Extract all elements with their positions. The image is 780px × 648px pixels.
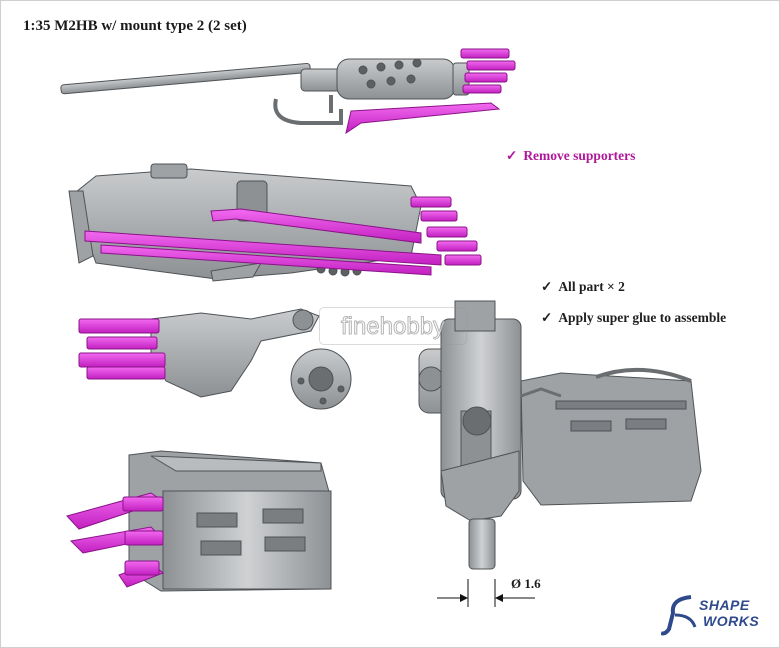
note-all-part: ✓ All part × 2 — [541, 279, 625, 295]
note-all-part-text: All part × 2 — [558, 279, 625, 294]
note-apply-glue-text: Apply super glue to assemble — [558, 310, 727, 325]
checkmark-icon: ✓ — [541, 310, 553, 325]
dimension-callout — [437, 579, 535, 607]
note-remove-supporters-text: Remove supporters — [523, 148, 636, 163]
watermark: finehobby — [319, 307, 467, 345]
mount-supporters — [84, 196, 482, 276]
ammo-box-supporters — [66, 492, 165, 588]
logo-line-shape: SHAPE — [699, 597, 750, 613]
page-title: 1:35 M2HB w/ mount type 2 (2 set) — [23, 18, 247, 34]
pintle-supporters — [78, 318, 166, 380]
barrel-supporters — [345, 48, 516, 135]
watermark-text: finehobby — [341, 313, 445, 340]
logo-line-works: WORKS — [703, 613, 760, 629]
assembled-part — [418, 300, 702, 570]
ammo-box-part — [128, 450, 332, 592]
barrel-part — [60, 58, 470, 125]
dimension-label: Ø 1.6 — [511, 576, 541, 591]
shape-works-logo: SHAPE WORKS — [661, 593, 761, 637]
pintle-part — [150, 308, 352, 410]
checkmark-icon: ✓ — [506, 148, 518, 163]
logo-mark-icon — [661, 595, 697, 636]
checkmark-icon: ✓ — [541, 279, 553, 294]
note-apply-glue: ✓ Apply super glue to assemble — [541, 310, 726, 326]
note-remove-supporters: ✓ Remove supporters — [506, 148, 635, 164]
